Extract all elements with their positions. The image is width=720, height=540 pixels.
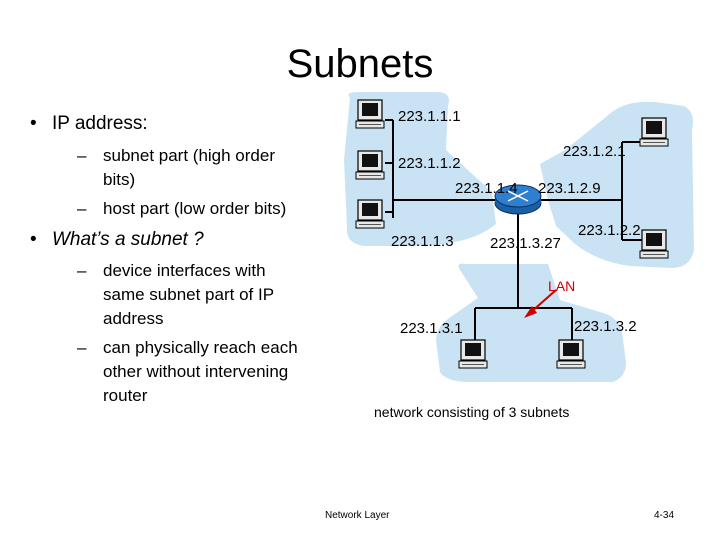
sub-bullet-text: subnet part (high order bits)	[103, 146, 275, 189]
host-icon	[639, 117, 669, 147]
bullet-dot: •	[30, 113, 37, 134]
address-label: 223.1.1.1	[398, 108, 461, 125]
lan-arrow	[524, 289, 557, 318]
host-icon	[556, 339, 586, 369]
sub-bullet-text: device interfaces with same subnet part …	[103, 261, 274, 328]
address-label: 223.1.1.4	[455, 180, 518, 197]
sub-bullet-text: can physically reach each other without …	[103, 338, 298, 405]
bullet-ip-address: • IP address:	[30, 113, 148, 135]
address-label: 223.1.2.9	[538, 180, 601, 197]
router-icon	[494, 184, 542, 215]
bullet-text: IP address:	[51, 113, 148, 134]
host-icon	[458, 339, 488, 369]
footer-chapter: Network Layer	[325, 510, 390, 521]
address-label: 223.1.3.1	[400, 320, 463, 337]
sub-bullet-text: host part (low order bits)	[103, 199, 287, 218]
slide-title: Subnets	[286, 42, 434, 86]
bullet-text: What’s a subnet ?	[51, 229, 204, 250]
footer-page-number: 4-34	[654, 510, 675, 521]
address-label: 223.1.3.2	[574, 318, 637, 335]
address-label: 223.1.3.27	[490, 235, 561, 252]
address-label: 223.1.2.2	[578, 222, 641, 239]
address-label: 223.1.2.1	[563, 143, 626, 160]
host-icon	[639, 229, 669, 259]
dash: –	[77, 261, 87, 280]
dash: –	[77, 338, 87, 357]
bullet-whats-a-subnet: • What’s a subnet ?	[30, 229, 204, 251]
host-icon	[355, 199, 385, 229]
host-icon	[355, 150, 385, 180]
bullet-dot: •	[30, 229, 37, 250]
sub-bullet: – subnet part (high order bits)	[77, 144, 303, 192]
sub-bullet: – device interfaces with same subnet par…	[77, 259, 303, 331]
diagram-caption: network consisting of 3 subnets	[374, 404, 570, 420]
dash: –	[77, 146, 87, 165]
address-label: 223.1.1.3	[391, 233, 454, 250]
lan-label: LAN	[548, 278, 576, 294]
address-label: 223.1.1.2	[398, 155, 461, 172]
sub-bullet: – host part (low order bits)	[77, 197, 318, 221]
sub-bullet: – can physically reach each other withou…	[77, 336, 318, 408]
host-icon	[355, 99, 385, 129]
dash: –	[77, 199, 87, 218]
links	[385, 119, 642, 340]
